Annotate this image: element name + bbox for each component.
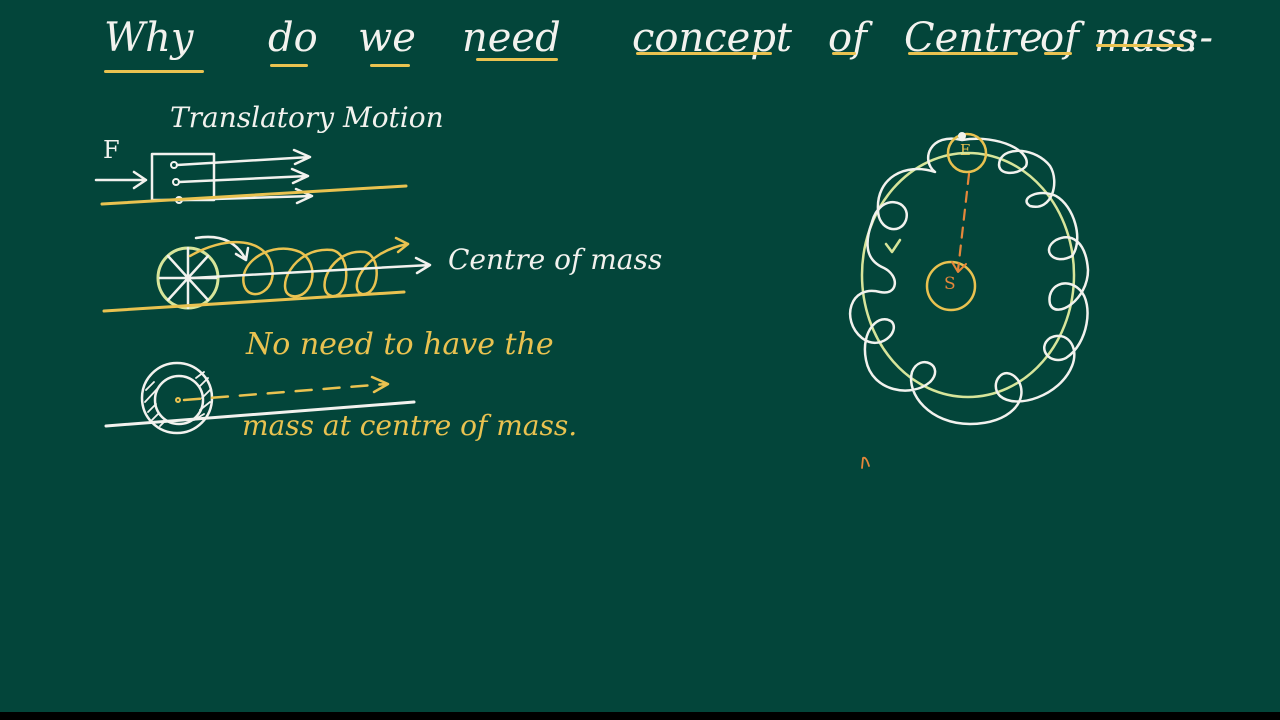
ground-line-3: [104, 400, 416, 428]
underline-why: [104, 70, 204, 73]
rotation-arrow: [194, 235, 250, 262]
sun: [925, 260, 977, 312]
underline-mass: [1096, 44, 1184, 47]
ring-diagram: [104, 361, 416, 435]
title-word-we: we: [358, 15, 416, 61]
title-word-concept: concept: [632, 15, 792, 61]
title-word-of: of: [828, 15, 867, 61]
ground-line-1: [100, 184, 408, 206]
wheel-spokes: [158, 246, 218, 310]
ring-centre-dot: [175, 397, 181, 403]
force-label: F: [103, 136, 120, 164]
orbit-diagram: [848, 132, 1090, 469]
centre-of-mass-label: Centre of mass: [448, 243, 663, 276]
title-word-do: do: [268, 15, 318, 61]
title-word-of-2: of: [1040, 15, 1079, 61]
earth-sun-arrowhead: [951, 261, 967, 273]
motion-arrow-2: [177, 167, 310, 185]
com-arrow: [190, 256, 432, 280]
video-bottom-bar: [0, 712, 1280, 720]
stray-chalk-mark: [861, 456, 870, 469]
underline-concept: [636, 52, 772, 55]
translatory-motion-heading: Translatory Motion: [170, 101, 444, 134]
moon-epicycle-path: [848, 137, 1090, 426]
title-word-need: need: [462, 15, 561, 61]
no-need-text-line1: No need to have the: [246, 327, 554, 362]
earth-orbit: [860, 151, 1076, 399]
sun-label: S: [944, 274, 956, 294]
title-word-mass: mass: [1094, 15, 1197, 61]
ring-inner: [153, 374, 205, 426]
title-word-colon: :-: [1186, 15, 1213, 61]
title-word-why: Why: [104, 15, 194, 61]
no-need-text-line2: mass at centre of mass.: [242, 409, 578, 442]
com-dashed-arrow: [182, 382, 388, 402]
earth-label: E: [960, 141, 971, 159]
earth: [946, 132, 988, 174]
translatory-block-diagram: [94, 148, 408, 206]
underline-centre: [908, 52, 1018, 55]
com-dashed-arrowhead: [370, 375, 390, 394]
underline-we: [370, 64, 410, 67]
motion-arrow-1: [175, 148, 312, 167]
title-word-centre: Centre: [904, 15, 1043, 61]
underline-of: [832, 52, 856, 55]
force-arrow: [94, 170, 148, 190]
underline-of-2: [1044, 52, 1072, 55]
earth-sun-dashed-line: [956, 172, 971, 272]
rolling-wheel-diagram: [102, 235, 432, 313]
moon-dot: [958, 132, 966, 140]
orbit-direction-arrow: [884, 238, 902, 254]
underline-do: [270, 64, 308, 67]
loops-arrowhead: [394, 236, 410, 254]
cycloid-loops: [188, 241, 410, 298]
ground-line-2: [102, 290, 406, 313]
block: [150, 152, 216, 202]
underline-need: [476, 58, 558, 61]
